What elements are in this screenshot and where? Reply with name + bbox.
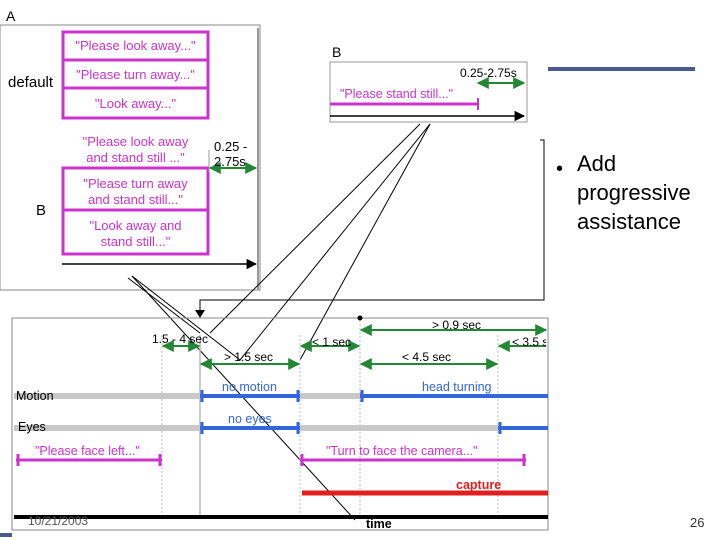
time-axis-label: time (366, 517, 392, 531)
timeline-start-dot (357, 315, 363, 321)
prompt-bars (16, 454, 526, 466)
b-prompt-2-line-1: "Please turn away (83, 176, 188, 191)
default-prompt-2: "Please turn away..." (76, 67, 195, 82)
bullet-line-3: assistance (577, 209, 681, 234)
b-prompt-2: "Please turn away and stand still..." (63, 176, 208, 208)
interval-label-d: > 0.9 sec (432, 318, 482, 332)
b-prompt-1-line-2: and stand still ..." (86, 150, 185, 165)
b-prompt-3-line-1: "Look away and (89, 218, 182, 233)
default-prompt-boxes (61, 30, 210, 120)
capture-label: capture (456, 478, 502, 492)
b-prompt-3: "Look away and stand still..." (63, 218, 208, 250)
footer-accent-bar (0, 533, 12, 537)
panel-a-b-label: B (36, 202, 47, 219)
page-number: 26 (690, 515, 705, 530)
interval-arrows (161, 324, 548, 370)
eyes-row-bars (14, 422, 548, 434)
header-accent-bar (548, 67, 695, 71)
connector-arrowhead (195, 310, 205, 318)
motion-row-bars (14, 390, 548, 402)
row-label-motion: Motion (16, 389, 54, 403)
panel-a-frame (0, 24, 261, 291)
panel-b-frame (329, 61, 528, 123)
default-prompt-1: "Please look away..." (75, 38, 196, 53)
b-prompt-1: "Please look away and stand still ..." (63, 134, 208, 166)
b-prompt-2-line-2: and stand still..." (88, 192, 183, 207)
bullet-line-2: progressive (577, 180, 691, 205)
default-label: default (8, 74, 54, 91)
head-turning-label: head turning (422, 380, 492, 394)
row-label-eyes: Eyes (18, 420, 46, 434)
panel-a-duration-line-2: 2.75s (214, 154, 246, 169)
bullet-dot: • (556, 158, 564, 180)
panel-b-letter: B (332, 44, 342, 60)
panel-a-letter: A (6, 8, 16, 24)
b-prompt-3-line-2: stand still..." (100, 234, 171, 249)
panel-a-duration: 0.25 - 2.75s (214, 139, 247, 169)
bullet-line-1: Add (577, 151, 617, 176)
panel-b-prompt: "Please stand still..." (340, 87, 454, 101)
b-prompt-boxes (61, 166, 210, 256)
bullet-text: Add progressive assistance (577, 149, 691, 236)
interval-label-e: < 4.5 sec (402, 350, 452, 364)
prompt-turn-to-camera: "Turn to face the camera..." (326, 444, 478, 458)
timeline-frame (11, 317, 549, 531)
interval-label-c: < 1 sec (312, 335, 352, 349)
panel-a-duration-line-1: 0.25 - (214, 139, 248, 154)
slide-date: 10/21/2003 (28, 514, 89, 528)
panel-b-duration: 0.25-2.75s (460, 66, 517, 80)
interval-label-b: > 1.5 sec (224, 350, 274, 364)
interval-label-a: 1.5 - 4 sec (152, 332, 209, 346)
prompt-face-left: "Please face left..." (35, 444, 140, 458)
interval-label-f: < 3.5 s (512, 335, 546, 349)
no-eyes-label: no eyes (228, 412, 272, 426)
b-prompt-1-line-1: "Please look away (82, 134, 189, 149)
default-prompt-3: "Look away..." (94, 96, 177, 111)
no-motion-label: no motion (222, 380, 277, 394)
